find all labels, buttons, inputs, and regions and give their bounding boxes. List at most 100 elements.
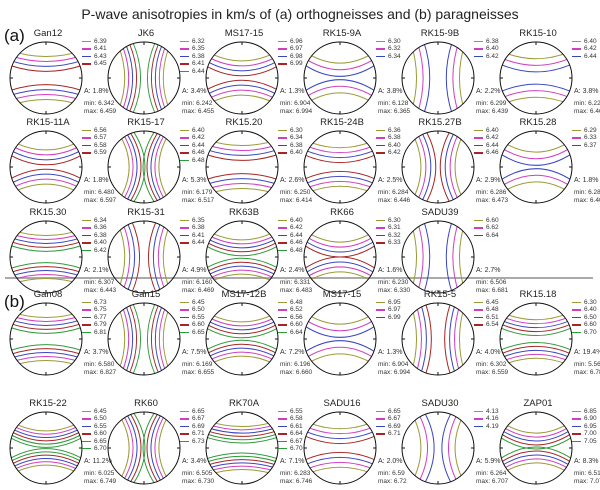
anisotropy-percent: 19.4% bbox=[582, 349, 600, 356]
contour-line bbox=[441, 412, 454, 484]
legend-value: 6.65 bbox=[94, 437, 107, 445]
legend-value: 6.42 bbox=[388, 149, 401, 157]
net-outline bbox=[499, 130, 573, 204]
legend-value: 6.55 bbox=[94, 422, 107, 430]
contour-line bbox=[123, 303, 134, 375]
legend-entry: 7.05 bbox=[572, 438, 597, 445]
legend-swatch bbox=[278, 242, 287, 244]
max-value: 6.414 bbox=[295, 196, 313, 204]
min-label: min: bbox=[182, 361, 195, 368]
legend-swatch bbox=[376, 234, 385, 237]
anisotropy-percent: 7.1% bbox=[288, 458, 305, 465]
legend-value: 6.40 bbox=[486, 45, 499, 53]
max-row: max: 6.483 bbox=[280, 287, 312, 295]
contour-line bbox=[500, 145, 572, 160]
anisotropy-percent: 2.5% bbox=[386, 177, 403, 184]
min-label: min: bbox=[476, 189, 489, 196]
legend-entry: 6.40 bbox=[474, 127, 499, 134]
panel-name: Gan08 bbox=[33, 289, 63, 300]
legend-value: 6.31 bbox=[388, 224, 401, 232]
legend-swatch bbox=[376, 152, 385, 154]
net-outline bbox=[107, 411, 181, 485]
min-label: min: bbox=[280, 361, 293, 368]
legend-value: 6.35 bbox=[192, 45, 205, 53]
max-value: 6.446 bbox=[393, 196, 411, 204]
contour-line bbox=[150, 131, 165, 203]
stereonet bbox=[303, 302, 377, 376]
anisotropy-percent: 2.4% bbox=[288, 267, 305, 274]
legend-value: 6.30 bbox=[388, 38, 401, 45]
legend-entry: 6.42 bbox=[474, 134, 499, 141]
net-outline bbox=[107, 302, 181, 376]
anisotropy-label: A: bbox=[574, 88, 581, 95]
panel-name: RK15-31 bbox=[127, 207, 165, 218]
stereonet bbox=[9, 130, 83, 204]
legend-entry: 6.58 bbox=[82, 142, 107, 149]
legend-value: 6.34 bbox=[94, 217, 107, 224]
legend-value: 6.55 bbox=[290, 408, 303, 415]
contour-line bbox=[206, 257, 278, 270]
contour-line bbox=[10, 270, 82, 278]
legend-swatch bbox=[278, 249, 287, 252]
net-outline bbox=[303, 130, 377, 204]
net-outline bbox=[9, 302, 83, 376]
legend-swatch bbox=[278, 418, 287, 420]
max-row: max: 6.414 bbox=[280, 197, 312, 205]
legend-entry: 6.30 bbox=[572, 299, 597, 306]
min-row: min: 6.224 bbox=[574, 100, 600, 108]
legend-value: 6.40 bbox=[584, 306, 597, 314]
legend-value: 6.44 bbox=[584, 52, 597, 60]
legend-swatch bbox=[180, 242, 189, 244]
legend-swatch bbox=[376, 425, 385, 428]
legend-value: 6.90 bbox=[584, 415, 597, 423]
legend-swatch bbox=[82, 309, 91, 311]
anisotropy-value: A: 2.9% bbox=[476, 177, 501, 184]
legend-swatch bbox=[82, 433, 91, 435]
max-value: 6.72 bbox=[393, 477, 407, 485]
legend-value: 6.57 bbox=[94, 134, 107, 142]
legend-value: 6.48 bbox=[290, 299, 303, 306]
contour-line bbox=[304, 310, 376, 325]
legend-swatch bbox=[572, 324, 581, 326]
legend-value: 6.50 bbox=[192, 306, 205, 314]
legend-swatch bbox=[180, 440, 189, 443]
legend-entry: 6.99 bbox=[278, 60, 303, 67]
anisotropy-value: A: 7.2% bbox=[280, 349, 305, 356]
anisotropy-value: A: 2.5% bbox=[378, 177, 403, 184]
max-value: 6.483 bbox=[295, 286, 313, 294]
pole-figure-panel: RK15.186.306.406.506.606.70A: 19.4%min: … bbox=[494, 289, 600, 379]
legend-entry: 6.50 bbox=[572, 314, 597, 321]
max-label: max: bbox=[182, 196, 197, 204]
contour-line bbox=[10, 148, 82, 161]
contour-line bbox=[10, 356, 82, 364]
legend-swatch bbox=[180, 137, 189, 139]
panel-name: RK60 bbox=[134, 398, 158, 409]
contour-line bbox=[206, 244, 278, 257]
contour-line bbox=[500, 454, 572, 469]
legend-entry: 6.67 bbox=[376, 415, 401, 422]
net-outline bbox=[499, 302, 573, 376]
contour-line bbox=[10, 352, 82, 360]
anisotropy-percent: 1.8% bbox=[92, 177, 109, 184]
legend-swatch bbox=[82, 129, 91, 132]
contour-line bbox=[10, 153, 82, 166]
contour-line bbox=[304, 175, 376, 186]
legend-entry: 6.50 bbox=[82, 415, 107, 422]
anisotropy-value: A: 2.6% bbox=[280, 177, 305, 184]
contour-line bbox=[206, 84, 278, 97]
anisotropy-value: A: 2.4% bbox=[280, 267, 305, 274]
max-label: max: bbox=[476, 107, 491, 115]
min-value: 6.505 bbox=[196, 470, 213, 477]
legend-value: 6.42 bbox=[94, 246, 107, 254]
anisotropy-value: A: 1.8% bbox=[84, 177, 109, 184]
min-value: 6.331 bbox=[294, 279, 311, 286]
legend-entry: 6.69 bbox=[180, 423, 205, 430]
legend-entry: 6.42 bbox=[82, 247, 107, 254]
